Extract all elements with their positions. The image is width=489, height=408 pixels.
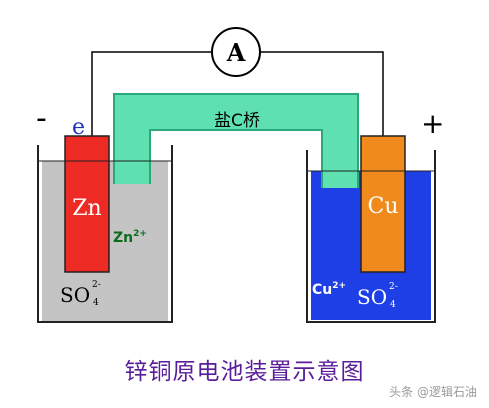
left-beaker xyxy=(37,145,173,323)
zinc-label: Zn xyxy=(72,196,101,221)
ammeter: A xyxy=(211,27,261,77)
svg-text:SO: SO xyxy=(357,285,387,309)
wire-right xyxy=(260,51,384,137)
copper-label: Cu xyxy=(367,194,398,219)
svg-text:SO: SO xyxy=(60,283,90,307)
sulfate-left-label: SO 2- 4 xyxy=(60,280,101,308)
svg-text:2-: 2- xyxy=(92,280,101,290)
plus-sign: + xyxy=(421,107,444,140)
zinc-ion-label: Zn2+ xyxy=(113,229,147,246)
copper-electrode xyxy=(360,135,406,273)
svg-text:4: 4 xyxy=(390,300,396,310)
minus-sign: - xyxy=(36,101,47,136)
ammeter-label: A xyxy=(226,38,246,67)
diagram-caption: 锌铜原电池装置示意图 xyxy=(124,359,365,385)
svg-text:4: 4 xyxy=(93,298,99,308)
right-beaker xyxy=(306,150,436,323)
copper-ion-label: Cu2+ xyxy=(312,281,346,298)
wire-left xyxy=(91,51,212,137)
sulfate-right-label: SO 2- 4 xyxy=(357,282,398,310)
galvanic-cell-diagram: A 盐C桥 - + e Zn Cu Zn2+ Cu2+ SO 2- 4 SO 2… xyxy=(36,27,444,323)
salt-bridge-label: 盐C桥 xyxy=(214,111,260,131)
salt-bridge xyxy=(113,93,359,188)
zinc-electrode xyxy=(64,135,110,273)
watermark: 头条 @逻辑石油 xyxy=(389,385,477,399)
svg-text:2-: 2- xyxy=(389,282,398,292)
electron-label: e xyxy=(72,115,85,140)
